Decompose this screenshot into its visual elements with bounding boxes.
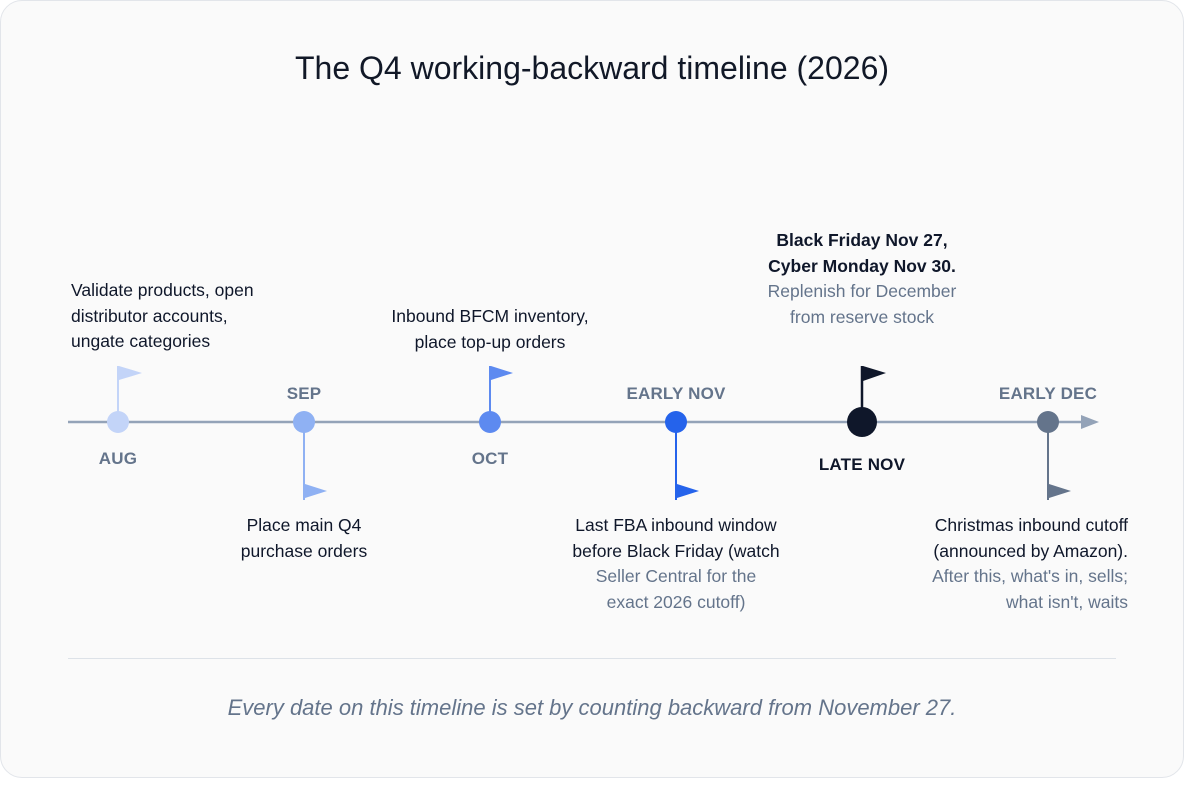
sep-flag [305,484,327,498]
early-dec-note-line: (announced by Amazon). [933,540,1128,561]
timeline-arrowhead [1081,415,1099,429]
early-nov-flag [677,484,699,498]
aug-note-line: distributor accounts, [71,305,228,326]
late-nov-note-muted-line: from reserve stock [790,306,934,327]
timeline-card [0,0,1184,778]
oct-note: Inbound BFCM inventory, place top-up ord… [391,304,588,355]
early-nov-note-line: before Black Friday (watch [572,540,780,561]
early-nov-marker [665,411,687,433]
early-dec-note-line: Christmas inbound cutoff [934,515,1128,535]
early-nov-note-line: Last FBA inbound window [575,515,777,535]
late-nov-marker [847,407,877,437]
aug-note-line: ungate categories [71,331,211,351]
late-nov-note-bold-line: Cyber Monday Nov 30. [768,255,956,276]
sep-note: Place main Q4 purchase orders [241,513,367,564]
early-dec-flag [1049,484,1071,498]
aug-label: AUG [98,449,138,468]
sep-note-line: Place main Q4 [246,515,362,535]
oct-marker [479,411,501,433]
early-nov-note-muted-line: exact 2026 cutoff) [606,591,746,612]
sep-label: SEP [286,384,322,403]
early-dec-note-muted-line: After this, what's in, sells; [932,566,1128,586]
early-nov-note: Last FBA inbound window before Black Fri… [572,513,779,615]
sep-note-line: purchase orders [240,540,368,561]
oct-flag [491,366,513,380]
early-nov-note-muted-line: Seller Central for the [595,566,757,586]
early-dec-label: EARLY DEC [998,384,1098,403]
sep-marker [293,411,315,433]
late-nov-note-muted-line: Replenish for December [767,281,957,301]
late-nov-label: LATE NOV [818,455,906,474]
late-nov-flag [863,366,886,381]
oct-label: OCT [471,449,509,468]
early-dec-marker [1037,411,1059,433]
early-dec-note-muted-line: what isn't, waits [1006,591,1128,612]
oct-note-line: Inbound BFCM inventory, [391,306,589,326]
aug-marker [107,411,129,433]
early-nov-label: EARLY NOV [626,384,726,403]
aug-note-line: Validate products, open [71,280,254,300]
footer-caption: Every date on this timeline is set by co… [227,695,957,720]
aug-flag [119,366,142,380]
oct-note-line: place top-up orders [414,331,566,352]
late-nov-note-bold-line: Black Friday Nov 27, [776,230,948,250]
footer-divider [68,658,1116,659]
early-dec-note: Christmas inbound cutoff (announced by A… [932,513,1128,615]
page-title: The Q4 working-backward timeline (2026) [294,50,890,86]
late-nov-note: Black Friday Nov 27, Cyber Monday Nov 30… [768,228,957,330]
aug-note: Validate products, open distributor acco… [71,278,254,355]
